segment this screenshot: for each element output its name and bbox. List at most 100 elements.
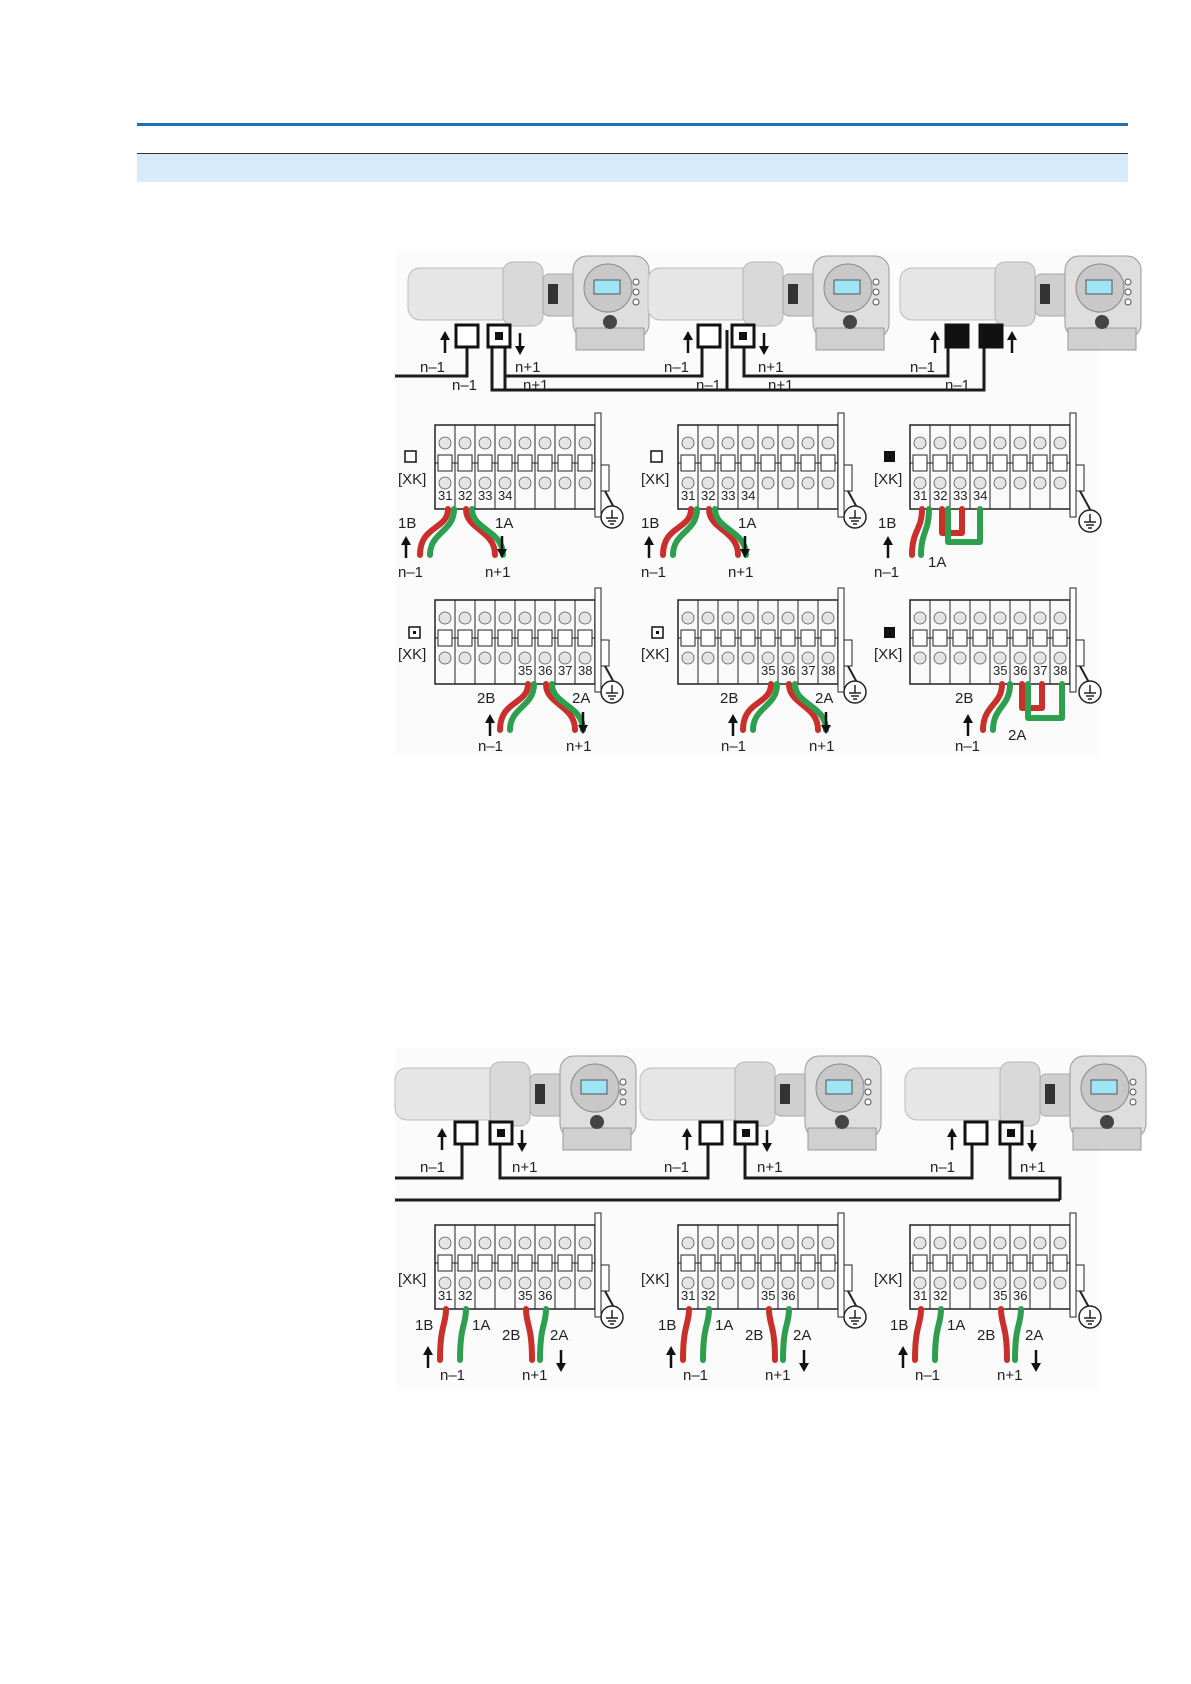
- terminal-36: 36: [1013, 1288, 1027, 1303]
- ground-symbol: [600, 505, 624, 529]
- label-1a: 1A: [947, 1317, 965, 1334]
- terminal-31: 31: [438, 488, 452, 503]
- wire-green: [945, 506, 983, 545]
- label-1a: 1A: [715, 1317, 733, 1334]
- label-n-plus: n+1: [809, 738, 834, 755]
- dot-square-icon-dot: [656, 631, 659, 634]
- dot-square-icon-dot: [413, 631, 416, 634]
- label-n-minus: n–1: [915, 1367, 940, 1384]
- wire-green: [537, 1306, 549, 1363]
- filled-square-icon: [944, 323, 970, 349]
- terminal-35: 35: [518, 663, 532, 678]
- wire-red: [909, 506, 925, 558]
- label-n-minus: n–1: [683, 1367, 708, 1384]
- label-n-minus: n–1: [398, 564, 423, 581]
- wire-green: [700, 1306, 712, 1363]
- terminal-row-1b: [XK] 31 32 33 34 1B 1A n–1 n+1: [641, 412, 867, 581]
- label-1b: 1B: [658, 1317, 676, 1334]
- terminal-row-2: [XK] 35 36 37 38 2B 2A n–1 n+1: [398, 587, 624, 755]
- ground-symbol: [1078, 680, 1102, 704]
- terminal-32: 32: [458, 488, 472, 503]
- wire-red: [706, 506, 741, 558]
- xk-label: [XK]: [398, 471, 426, 488]
- wire-red: [998, 1306, 1010, 1363]
- wire-red: [417, 506, 451, 558]
- label-2a: 2A: [793, 1327, 811, 1344]
- wire-red: [680, 1306, 692, 1363]
- dot-square-icon: [486, 323, 512, 349]
- open-square-icon: [696, 323, 722, 349]
- label-n-minus: n–1: [696, 377, 721, 394]
- dot-square-icon: [488, 1120, 514, 1146]
- terminal-35: 35: [993, 1288, 1007, 1303]
- terminal-36: 36: [538, 663, 552, 678]
- label-1a: 1A: [738, 515, 756, 532]
- ground-symbol: [1078, 509, 1102, 533]
- xk-label: [XK]: [398, 1271, 426, 1288]
- terminal-35: 35: [761, 1288, 775, 1303]
- diagram-1: n–1 n–1 n+1 n+1 n–1 n–1 n+1 n+1 n–1 n–1 …: [395, 250, 1142, 755]
- open-square-icon: [963, 1120, 989, 1146]
- label-n-plus: n+1: [768, 377, 793, 394]
- wire-red: [980, 681, 1005, 733]
- wire-red: [660, 506, 694, 558]
- label-n-plus: n+1: [523, 377, 548, 394]
- open-square-icon: [454, 323, 480, 349]
- wire-red: [766, 1306, 778, 1363]
- label-n-minus: n–1: [478, 738, 503, 755]
- label-1b: 1B: [878, 515, 896, 532]
- wire-green: [1025, 681, 1065, 721]
- header-rule: [137, 123, 1128, 126]
- label-n-plus: n+1: [765, 1367, 790, 1384]
- label-n-minus: n–1: [874, 564, 899, 581]
- dot-square-icon: [998, 1120, 1024, 1146]
- label-n-plus: n+1: [997, 1367, 1022, 1384]
- wire-green: [918, 506, 932, 558]
- xk-label: [XK]: [874, 471, 902, 488]
- label-2a: 2A: [815, 690, 833, 707]
- terminal-34: 34: [498, 488, 512, 503]
- terminal-row-3c: [XK] 31 32 35 36 1B 1A 2B 2A n–1 n+1: [874, 1212, 1102, 1384]
- filled-square-icon: [884, 627, 895, 638]
- label-n-minus: n–1: [641, 564, 666, 581]
- xk-label: [XK]: [641, 471, 669, 488]
- label-1b: 1B: [641, 515, 659, 532]
- terminal-row-3: [XK] 31 32 35 36 1B 1A 2B 2A n–1 n+1: [398, 1212, 624, 1384]
- terminal-36: 36: [781, 1288, 795, 1303]
- label-2b: 2B: [745, 1327, 763, 1344]
- terminal-row-3b: [XK] 31 32 35 36 1B 1A 2B 2A n–1 n+1: [641, 1212, 867, 1384]
- wire-red: [740, 681, 774, 733]
- ground-symbol: [600, 680, 624, 704]
- label-n-minus: n–1: [440, 1367, 465, 1384]
- label-1b: 1B: [890, 1317, 908, 1334]
- ground-symbol: [843, 1305, 867, 1329]
- terminal-35: 35: [518, 1288, 532, 1303]
- label-n-plus: n+1: [1020, 1159, 1045, 1176]
- terminal-33: 33: [953, 488, 967, 503]
- terminal-36: 36: [538, 1288, 552, 1303]
- header-band: [137, 153, 1128, 182]
- label-n-minus: n–1: [945, 377, 970, 394]
- label-n-plus: n+1: [522, 1367, 547, 1384]
- wire-red: [523, 1306, 535, 1363]
- wire-green: [932, 1306, 944, 1363]
- bus-line: [498, 1128, 710, 1180]
- label-n-plus: n+1: [758, 359, 783, 376]
- terminal-row-1: [XK] 31 32 33 34 1B 1A n–1 n+1: [398, 412, 624, 581]
- wire-red: [543, 681, 578, 733]
- label-n-plus: n+1: [728, 564, 753, 581]
- label-n-minus: n–1: [930, 1159, 955, 1176]
- terminal-35: 35: [993, 663, 1007, 678]
- label-n-plus: n+1: [512, 1159, 537, 1176]
- terminal-38: 38: [1053, 663, 1067, 678]
- label-1a: 1A: [472, 1317, 490, 1334]
- terminal-row-2c: [XK] 35 36 37 38 2B 2A n–1: [874, 587, 1102, 755]
- xk-label: [XK]: [398, 646, 426, 663]
- filled-square-icon: [884, 451, 895, 462]
- bus-line: [1008, 1128, 1062, 1200]
- wire-red: [1019, 681, 1045, 711]
- terminal-37: 37: [1033, 663, 1047, 678]
- label-n-minus: n–1: [721, 738, 746, 755]
- wire-green: [780, 1306, 792, 1363]
